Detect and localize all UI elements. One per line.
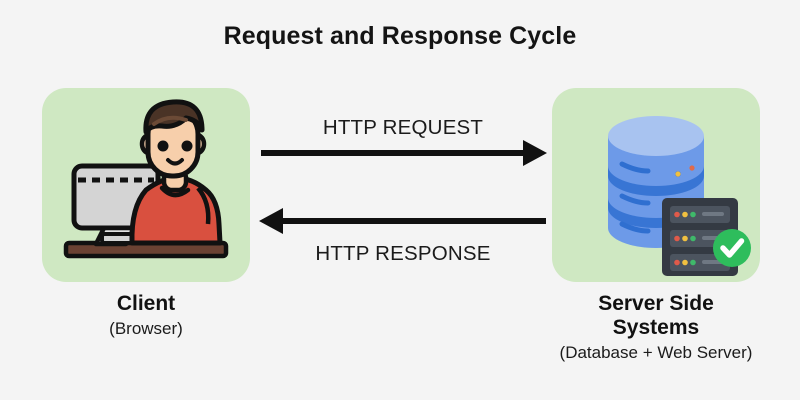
client-caption-subtitle: (Browser) [109, 318, 183, 338]
server-caption-subtitle: (Database + Web Server) [559, 342, 753, 362]
database-server-illustration [608, 116, 751, 276]
http-request-label: HTTP REQUEST [322, 116, 484, 139]
arrow-left-icon [259, 208, 546, 234]
client-caption: Client (Browser) [36, 292, 256, 338]
client-panel [42, 88, 250, 282]
client-caption-title: Client [116, 292, 176, 315]
arrow-right-icon [261, 140, 547, 166]
server-caption-title-line2: Systems [612, 315, 700, 339]
arrow-group [259, 140, 547, 234]
server-caption-title-line1: Server Side [598, 292, 714, 315]
http-response-label: HTTP RESPONSE [315, 242, 491, 265]
check-circle-icon [713, 229, 751, 267]
server-panel [552, 88, 760, 282]
person-at-computer-illustration [63, 99, 229, 259]
server-caption: Server Side Systems (Database + Web Serv… [530, 292, 782, 362]
page-title: Request and Response Cycle [223, 22, 577, 50]
